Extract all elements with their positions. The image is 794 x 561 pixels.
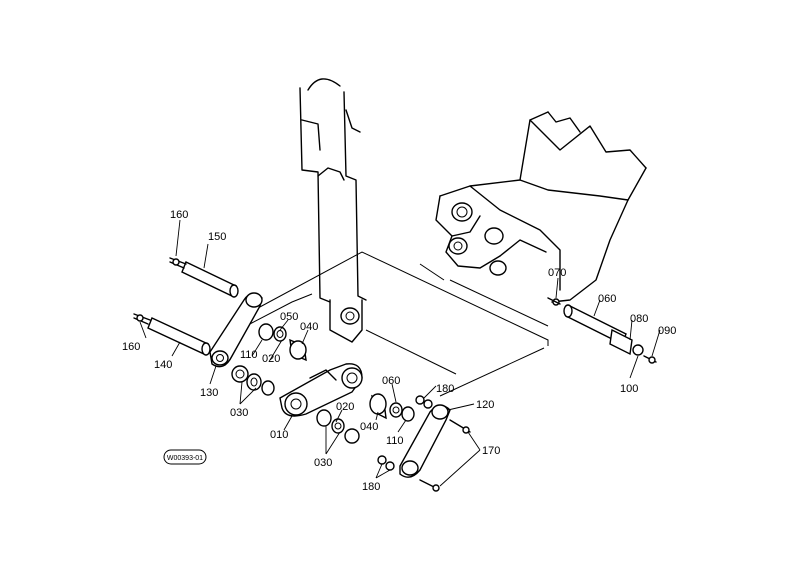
link-130-drawing (209, 292, 263, 368)
pin-060-drawing (547, 297, 657, 364)
figure-code-badge: W00393-01 (163, 449, 207, 465)
callout-090: 090 (658, 325, 676, 337)
callout-070: 070 (548, 267, 566, 279)
callout-110-left: 110 (240, 349, 258, 361)
callout-040-right: 040 (360, 421, 378, 433)
callout-030-left: 030 (230, 407, 248, 419)
callout-060-right: 060 (598, 293, 616, 305)
figure-code-text: W00393-01 (167, 455, 203, 462)
callout-040-left: 040 (300, 321, 318, 333)
callout-020-left: 020 (262, 353, 280, 365)
assembly-guide-lines (245, 251, 549, 397)
callout-060-middle: 060 (382, 375, 400, 387)
callout-120: 120 (476, 399, 494, 411)
callout-160-lower: 160 (122, 341, 140, 353)
bucket-drawing (435, 111, 647, 303)
callout-020-right: 020 (336, 401, 354, 413)
callout-100: 100 (620, 383, 638, 395)
leader-lines (139, 219, 661, 487)
pin-140-drawing (133, 313, 211, 356)
link-010-drawing (279, 363, 363, 417)
callout-160-upper: 160 (170, 209, 188, 221)
callout-140: 140 (154, 359, 172, 371)
callout-170: 170 (482, 445, 500, 457)
callout-150: 150 (208, 231, 226, 243)
callout-010: 010 (270, 429, 288, 441)
callout-180-upper: 180 (436, 383, 454, 395)
pin-150-drawing (169, 257, 239, 298)
callout-130: 130 (200, 387, 218, 399)
callout-110-right: 110 (386, 435, 404, 447)
callout-labels: 160 150 160 140 130 050 040 110 020 030 … (122, 209, 676, 493)
bushing-set-right (316, 393, 415, 444)
callout-180-lower: 180 (362, 481, 380, 493)
arm-drawing (299, 78, 367, 343)
callout-030-right: 030 (314, 457, 332, 469)
callout-050-left: 050 (280, 311, 298, 323)
callout-080: 080 (630, 313, 648, 325)
